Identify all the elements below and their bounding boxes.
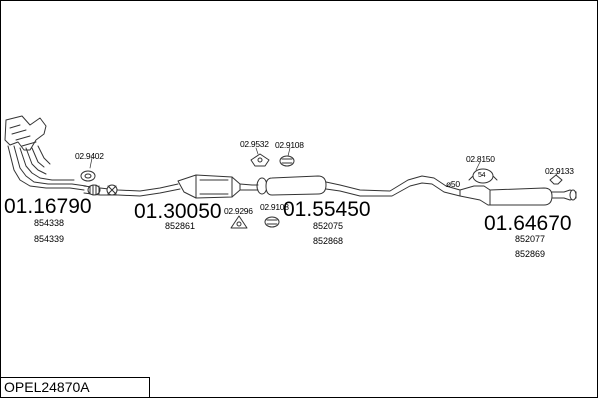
part-code-d-1: 852077: [515, 234, 546, 244]
clamp-02-9296: [230, 215, 248, 229]
clamp-02-9108-lower: [264, 216, 280, 228]
rear-silencer: [459, 185, 577, 206]
part-number-a: 01.16790: [4, 195, 92, 218]
part-number-c: 01.55450: [283, 198, 371, 221]
clamp-label-02-9532: 02.9532: [240, 139, 269, 149]
part-number-b: 01.30050: [134, 200, 222, 223]
part-number-d: 01.64670: [484, 212, 572, 235]
part-code-a-2: 854339: [34, 234, 65, 244]
part-code-c-2: 852868: [313, 236, 344, 246]
clamp-02-9532: [250, 153, 270, 167]
clamp-label-02-9296: 02.9296: [224, 206, 253, 216]
model-code: OPEL24870A: [4, 379, 90, 395]
pipe-diameter-label: ø50: [446, 179, 460, 189]
leader-lines: [89, 147, 559, 176]
middle-silencer: [265, 175, 461, 197]
model-box: [0, 377, 150, 398]
clamp-label-02-8150: 02.8150: [466, 154, 495, 164]
front-pipe: [83, 183, 181, 197]
clamp-label-02-9108-upper: 02.9108: [275, 140, 304, 150]
clamp-label-02-9108-lower: 02.9108: [260, 202, 289, 212]
clamp-02-8150: [468, 168, 498, 184]
exhaust-manifold: [4, 115, 87, 191]
clamp-02-9402: [80, 170, 96, 182]
clamp-label-02-9402: 02.9402: [75, 151, 104, 161]
part-code-c-1: 852075: [313, 221, 344, 231]
catalytic-converter: [177, 174, 253, 199]
clamp-badge: 54: [478, 172, 486, 179]
clamp-02-9108-upper: [279, 155, 295, 167]
clamp-label-02-9133: 02.9133: [545, 166, 574, 176]
clamp-02-9133: [549, 174, 563, 185]
part-code-a-1: 854338: [34, 218, 65, 228]
part-code-d-2: 852869: [515, 249, 546, 259]
part-code-b-1: 852861: [165, 221, 196, 231]
